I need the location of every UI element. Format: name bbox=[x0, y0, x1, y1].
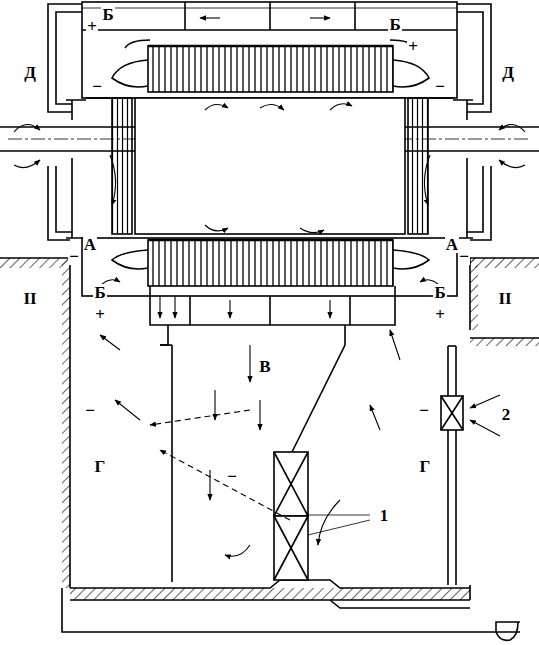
flow-label: Д bbox=[23, 64, 37, 81]
flow-label: − bbox=[68, 248, 80, 265]
flow-label: + bbox=[86, 18, 98, 35]
flow-label: − bbox=[458, 248, 470, 265]
flow-label: + bbox=[434, 306, 446, 323]
flow-label: + bbox=[94, 306, 106, 323]
flow-label: − bbox=[418, 402, 430, 419]
flow-label: А bbox=[445, 236, 459, 253]
flow-label: II bbox=[497, 290, 512, 307]
flow-label: Д bbox=[501, 64, 515, 81]
flow-label: − bbox=[91, 78, 103, 95]
flow-label: Б bbox=[433, 284, 446, 301]
callout-number: 1 bbox=[379, 507, 390, 524]
flow-label: Г bbox=[419, 458, 432, 475]
flow-label: А bbox=[83, 236, 97, 253]
flow-label: + bbox=[407, 38, 419, 55]
flow-label: Г bbox=[94, 458, 107, 475]
flow-label: Б bbox=[101, 6, 114, 23]
flow-label: В bbox=[258, 358, 271, 375]
flow-label: II bbox=[22, 290, 37, 307]
callout-number: 2 bbox=[501, 406, 512, 423]
flow-label: − bbox=[434, 78, 446, 95]
flow-label: − bbox=[226, 468, 238, 485]
flow-label: − bbox=[84, 402, 96, 419]
flow-label: Б bbox=[388, 16, 401, 33]
flow-label: Б bbox=[93, 284, 106, 301]
